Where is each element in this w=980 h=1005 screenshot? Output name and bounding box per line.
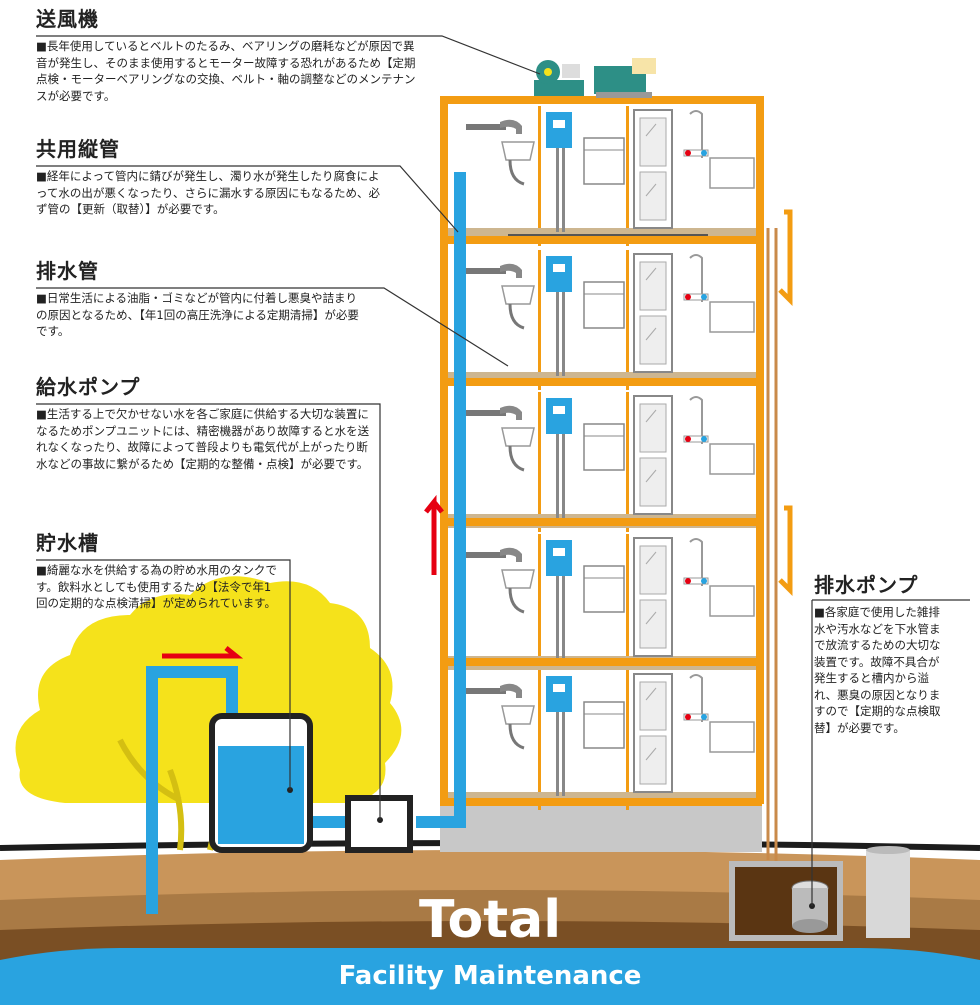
drain-pipe-callout: 排水管 ■日常生活による油脂・ゴミなどが管内に付着し悪臭や詰まりの原因となるため… bbox=[36, 258, 366, 340]
tank-heading: 貯水槽 bbox=[36, 530, 282, 556]
supply-pump-callout: 給水ポンプ ■生活する上で欠かせない水を各ご家庭に供給する大切な装置になるためポ… bbox=[36, 374, 372, 472]
drain-pump-callout: 排水ポンプ ■各家庭で使用した雑排水や汚水などを下水管まで放流するための大切な装… bbox=[814, 572, 950, 736]
drain-pipe-heading: 排水管 bbox=[36, 258, 366, 284]
blower-heading: 送風機 bbox=[36, 6, 420, 32]
tank-callout: 貯水槽 ■綺麗な水を供給する為の貯め水用のタンクです。飲料水としても使用するため… bbox=[36, 530, 282, 612]
blower-callout: 送風機 ■長年使用しているとベルトのたるみ、ベアリングの磨耗などが原因で異音が発… bbox=[36, 6, 420, 104]
drain-pump-heading: 排水ポンプ bbox=[814, 572, 950, 598]
blower-text: ■長年使用しているとベルトのたるみ、ベアリングの磨耗などが原因で異音が発生し、そ… bbox=[36, 38, 420, 104]
building-foundation bbox=[440, 800, 762, 852]
supply-pump-text: ■生活する上で欠かせない水を各ご家庭に供給する大切な装置になるためポンプユニット… bbox=[36, 406, 372, 472]
roof-blower-units bbox=[534, 58, 656, 98]
apartment-building bbox=[440, 96, 764, 810]
tree-illustration bbox=[16, 576, 402, 850]
footer-subtitle: Facility Maintenance bbox=[0, 956, 980, 996]
drain-downpipe bbox=[768, 212, 790, 870]
supply-pump-unit bbox=[348, 798, 410, 850]
drain-pump-text: ■各家庭で使用した雑排水や汚水などを下水管まで放流するための大切な装置です。故障… bbox=[814, 604, 950, 736]
riser-heading: 共用縦管 bbox=[36, 136, 386, 162]
riser-callout: 共用縦管 ■経年によって管内に錆びが発生し、濁り水が発生したり腐食によって水の出… bbox=[36, 136, 386, 218]
supply-pump-heading: 給水ポンプ bbox=[36, 374, 372, 400]
footer-title: Total bbox=[0, 888, 980, 952]
riser-text: ■経年によって管内に錆びが発生し、濁り水が発生したり腐食によって水の出が悪くなっ… bbox=[36, 168, 386, 218]
tank-text: ■綺麗な水を供給する為の貯め水用のタンクです。飲料水としても使用するため【法令で… bbox=[36, 562, 282, 612]
drain-pipe-text: ■日常生活による油脂・ゴミなどが管内に付着し悪臭や詰まりの原因となるため、【年1… bbox=[36, 290, 366, 340]
upflow-arrow bbox=[426, 502, 442, 575]
water-storage-tank bbox=[212, 716, 310, 850]
